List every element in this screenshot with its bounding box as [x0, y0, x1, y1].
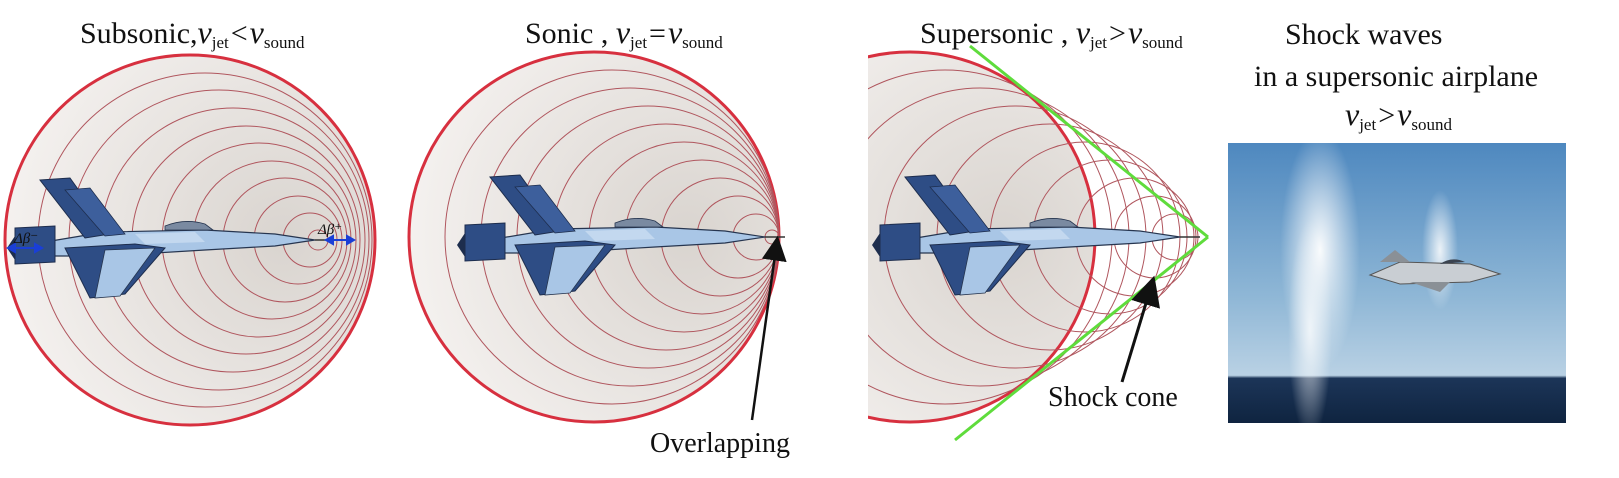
panel-subsonic — [3, 53, 377, 427]
panel-sonic — [407, 50, 787, 424]
jet-icon — [1368, 250, 1502, 292]
title-supersonic: Supersonic , vjet>vsound — [920, 14, 1183, 52]
title-sonic: Sonic , vjet=vsound — [525, 14, 723, 52]
title-photo-line2: in a supersonic airplane — [1254, 60, 1539, 93]
shock-cone-label: Shock cone — [1048, 382, 1178, 413]
pointer-arrow-icon — [750, 235, 787, 421]
double-arrow-icon — [5, 234, 357, 254]
delta-beta-plus-label: Δβ⁺ — [318, 222, 343, 238]
overlapping-label: Overlapping — [650, 428, 790, 459]
title-subsonic: Subsonic,vjet<vsound — [80, 14, 305, 52]
delta-beta-minus-label: Δβ⁻ — [14, 231, 39, 247]
photo-supersonic-jet — [1228, 143, 1566, 423]
title-photo-line1: Shock waves — [1285, 18, 1443, 51]
pointer-arrow-icon — [1120, 275, 1160, 383]
shock-cone — [954, 44, 1209, 442]
panel-supersonic — [868, 50, 1201, 424]
title-photo-condition: vjet>vsound — [1345, 96, 1452, 134]
